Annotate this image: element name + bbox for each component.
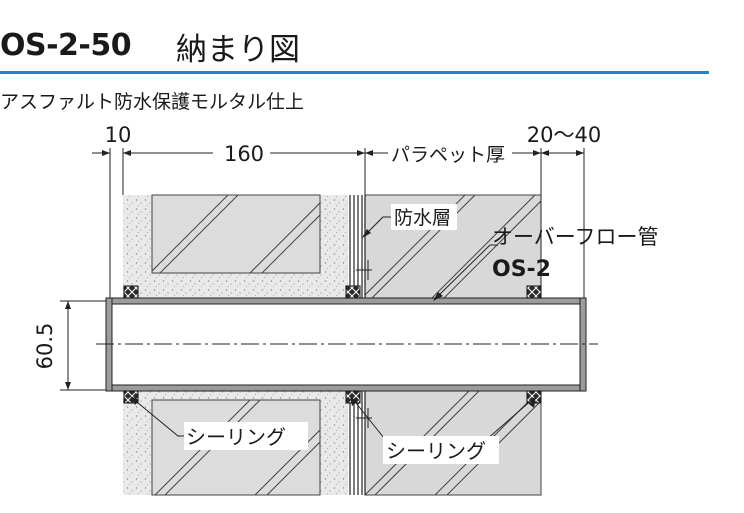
label-bg-sealing-right [383, 436, 499, 464]
label-bg-waterproof [391, 204, 457, 230]
leader-arrows [130, 229, 536, 408]
dim-20-40: 20〜40 [527, 123, 601, 147]
product-code: OS-2-50 [0, 28, 132, 63]
drawing-name: 納まり図 [176, 32, 300, 68]
dim-60-5: 60.5 [33, 323, 57, 370]
overflow-pipe [96, 297, 598, 392]
label-model: OS-2 [492, 257, 551, 282]
label-sealing-left: シーリング [186, 425, 286, 449]
label-overflow-pipe: オーバーフロー管 [492, 225, 659, 249]
dimension-arrows [65, 150, 584, 390]
dim-parapet-label: パラペット厚 [391, 144, 505, 166]
label-bg-sealing-left [184, 422, 308, 450]
label-waterproof-layer: 防水層 [394, 207, 451, 229]
dim-160: 160 [224, 142, 264, 166]
title-underline [0, 71, 709, 74]
dim-10: 10 [105, 123, 132, 147]
label-sealing-right: シーリング [386, 439, 486, 463]
layer-ticks [356, 260, 372, 428]
finish-subtitle: アスファルト防水保護モルタル仕上 [0, 91, 305, 113]
title-row: OS-2-50 納まり図 [0, 22, 744, 68]
